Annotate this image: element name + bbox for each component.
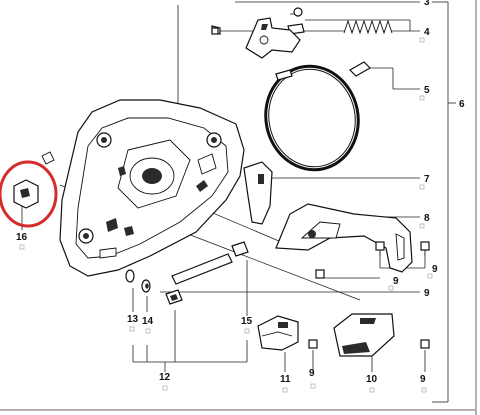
screw-9-b <box>420 241 430 256</box>
brake-lever <box>245 17 301 59</box>
callout-9-d: 9 <box>309 368 315 379</box>
callout-12: 12 <box>159 372 171 383</box>
callout-15: 15 <box>241 316 253 327</box>
callout-14: 14 <box>142 316 154 327</box>
screw-9-d <box>308 339 318 349</box>
leader-lines <box>21 1 456 403</box>
callout-11: 11 <box>280 374 291 385</box>
screw-9-c <box>315 269 325 279</box>
cover-part-10 <box>333 313 395 357</box>
brake-band <box>264 61 371 172</box>
callout-4: 4 <box>424 27 430 38</box>
callout-9-c: 9 <box>424 288 430 299</box>
cover-part-11 <box>257 315 299 351</box>
callout-13: 13 <box>127 314 139 325</box>
part-16-highlight <box>0 151 58 228</box>
screws-group <box>211 27 430 349</box>
spring-part <box>211 7 393 35</box>
callout-9-a: 9 <box>432 264 438 275</box>
shaft-assembly <box>125 241 249 305</box>
callout-16: 16 <box>16 232 28 243</box>
callout-10: 10 <box>366 374 378 385</box>
clutch-cover-housing <box>59 99 245 277</box>
screw-9-e <box>420 339 430 349</box>
callout-5: 5 <box>424 85 430 96</box>
bar-guide-bracket <box>275 203 413 273</box>
red-highlight-circle <box>0 160 58 228</box>
chain-brake-lever <box>243 161 273 225</box>
callout-9-e: 9 <box>420 374 426 385</box>
callout-labels: 3 4 5 6 7 8 9 9 9 9 9 10 11 12 13 <box>16 0 465 393</box>
callout-6: 6 <box>459 99 465 110</box>
callout-3: 3 <box>424 0 430 8</box>
screw-top <box>211 27 219 35</box>
callout-7: 7 <box>424 174 430 185</box>
callout-9-b: 9 <box>393 276 399 287</box>
screw-9-a <box>375 241 385 256</box>
callout-8: 8 <box>424 213 430 224</box>
